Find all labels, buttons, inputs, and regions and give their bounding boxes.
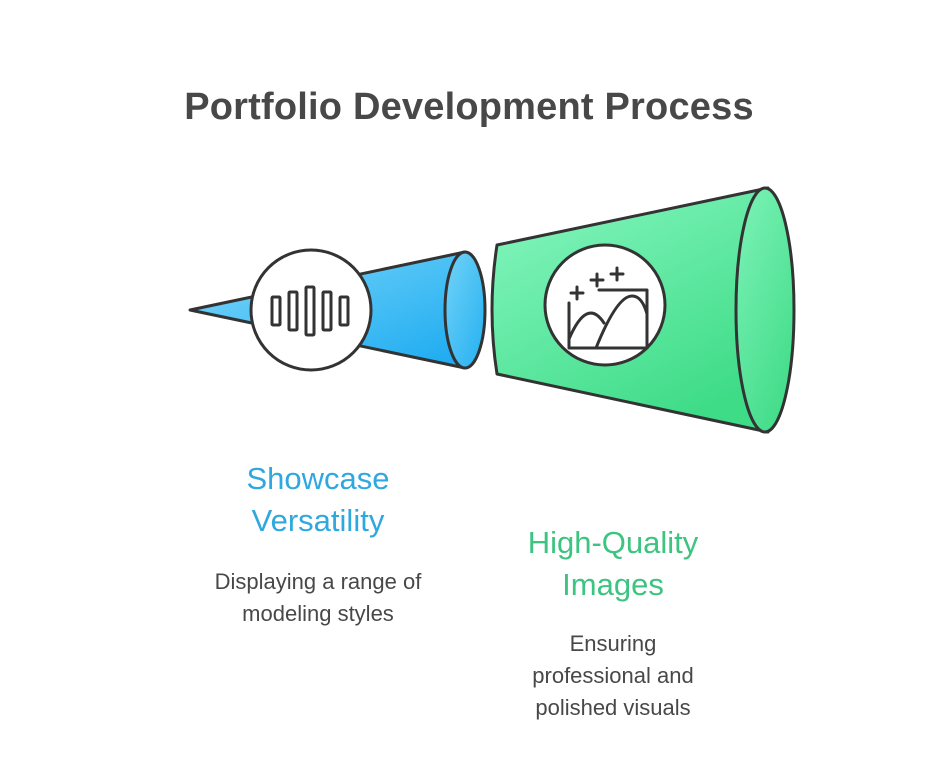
image-sparkle-icon <box>567 266 649 350</box>
stage-2-title: High-Quality Images <box>527 525 699 602</box>
stage-1-title: Showcase Versatility <box>246 461 390 538</box>
stage-2-icon-circle <box>543 243 667 367</box>
page-title: Portfolio Development Process <box>184 86 754 128</box>
stage-1-description: Displaying a range of modeling styles <box>214 569 422 626</box>
bar-levels-icon <box>270 285 350 337</box>
stage-2-description: Ensuring professional and polished visua… <box>532 631 694 720</box>
stage-1-icon-circle <box>249 248 373 372</box>
